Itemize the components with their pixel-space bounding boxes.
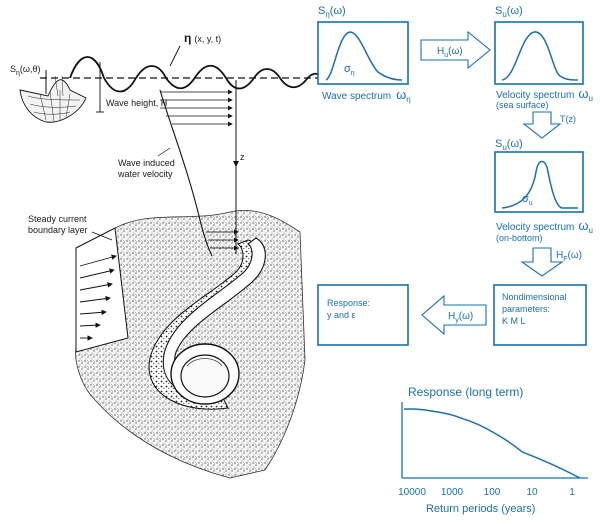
sigma-u-label: σu	[522, 193, 533, 207]
wave-induced-label-2: water velocity	[117, 169, 173, 179]
response-line-2: y and ε	[327, 310, 356, 320]
arrow-hf	[520, 247, 564, 277]
hu-label: Hu(ω)	[437, 46, 463, 59]
velocity-surface-subcaption: (sea surface)	[496, 100, 549, 110]
wave-spectrum-curve	[325, 31, 403, 81]
arrow-tz	[522, 111, 562, 139]
nondim-line-1: Nondimensional	[502, 292, 567, 302]
chart-title: Response (long term)	[408, 385, 523, 399]
velocity-surface-title: Su(ω)	[495, 5, 523, 19]
wave-height-label: Wave height, H	[106, 98, 167, 108]
bottom-velocity-arrows	[206, 229, 239, 251]
velocity-bottom-title: Su(ω)	[495, 138, 523, 152]
velocity-spectrum-bottom-box: Su(ω) σu	[494, 138, 584, 213]
seabed-pipeline-illustration: Sη(ω,θ) η(x, y, t) Wave height, H z Wave…	[10, 31, 323, 479]
wave-induced-label-1: Wave induced	[118, 158, 175, 168]
response-curve	[403, 408, 581, 479]
pipe-end-inner	[180, 354, 230, 398]
sigma-eta-label: ση	[344, 63, 355, 77]
velocity-bottom-subcaption: (on-bottom)	[496, 233, 543, 243]
x-tick-label: 1	[569, 487, 575, 498]
velocity-bottom-curve	[501, 160, 578, 209]
eta-pointer	[169, 45, 181, 67]
velocity-spectrum-surface-box: Su(ω)	[494, 5, 584, 85]
pipe-interior-shade	[186, 358, 223, 367]
z-label: z	[240, 152, 245, 162]
response-line-1: Response:	[327, 298, 370, 308]
nondim-line-3: K M L	[502, 316, 526, 326]
x-tick-label: 100	[484, 487, 501, 498]
wave-surface	[69, 56, 323, 93]
spectrum-mesh	[27, 75, 81, 122]
long-term-response-chart: Response (long term) 10000 1000 100 10 1 Ret…	[398, 385, 588, 515]
current-profile-arrows	[79, 254, 117, 341]
steady-current-label-2: boundary layer	[28, 225, 88, 235]
velocity-surface-curve	[501, 31, 579, 81]
steady-current-label-1: Steady current	[28, 214, 87, 224]
x-tick-label: 10000	[398, 487, 426, 498]
hf-label: HF(ω)	[556, 250, 582, 263]
response-box: Response: y and ε	[317, 284, 409, 346]
hy-label: Hy(ω)	[448, 311, 473, 324]
s-eta-theta-label: Sη(ω,θ)	[10, 64, 40, 77]
eta-label: η(x, y, t)	[184, 31, 221, 45]
chart-x-label: Return periods (years)	[426, 503, 535, 515]
arrow-hy	[421, 294, 487, 336]
surface-velocity-arrows	[160, 89, 233, 127]
arrow-hu	[420, 30, 491, 70]
velocity-decay-envelope	[159, 89, 213, 257]
wave-spectrum-box: Sη(ω) ση	[317, 5, 409, 85]
x-tick-label: 1000	[441, 487, 464, 498]
x-tick-label: 10	[526, 487, 538, 498]
tz-label: T(z)	[560, 114, 576, 124]
wave-spectrum-title: Sη(ω)	[318, 5, 346, 19]
nondim-line-2: parameters:	[502, 304, 550, 314]
directional-spectrum-surface	[19, 79, 87, 123]
nondimensional-box: Nondimensional parameters: K M L	[493, 284, 587, 346]
